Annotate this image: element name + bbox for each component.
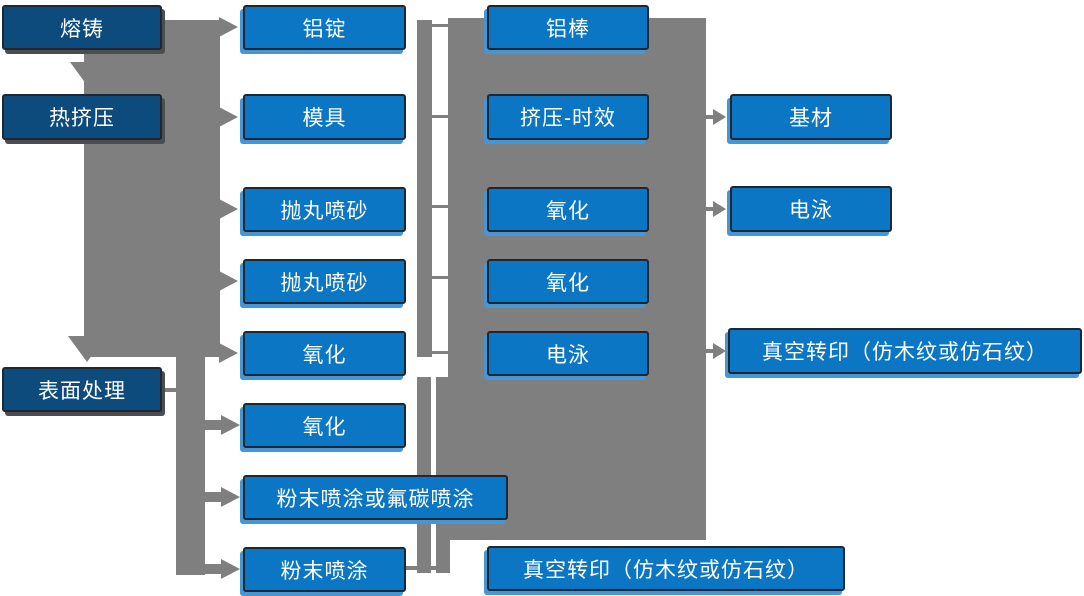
connector-surface-treatment-stub [163, 388, 177, 392]
stem-to-electrophoresis-b [705, 207, 715, 211]
node-surface-treatment: 表面处理 [2, 367, 162, 412]
node-shot-blast-2: 抛丸喷砂 [243, 259, 406, 304]
connector-link-oxidation-c [431, 205, 449, 208]
node-extrusion-aging: 挤压-时效 [487, 94, 649, 140]
connector-arm-oxidation-b [204, 420, 222, 430]
arrow-to-al-ingot [219, 17, 238, 37]
node-electrophoresis-b: 电泳 [730, 186, 892, 232]
arrow-to-vacuum-transfer-right [713, 343, 726, 359]
connector-mid-bar-upper [417, 20, 432, 357]
stem-to-vacuum-transfer-right [705, 349, 715, 353]
node-oxidation-b: 氧化 [243, 403, 406, 448]
connector-arm-powder-fluorocarbon [204, 492, 222, 502]
node-vacuum-transfer-right: 真空转印（仿木纹或仿石纹） [728, 328, 1082, 374]
node-oxidation-a: 氧化 [243, 331, 406, 376]
node-melt: 熔铸 [2, 5, 162, 50]
arrow-to-shot-blast-1 [219, 199, 238, 219]
stem-to-base-material [705, 115, 715, 119]
node-al-rod: 铝棒 [487, 5, 649, 50]
connector-link-electrophoresis [431, 351, 449, 354]
connector-link-extrusion-aging [431, 115, 449, 118]
connector-surface-treatment-bar [176, 357, 205, 575]
arrow-to-oxidation-a [219, 343, 238, 363]
arrow-to-shot-blast-2 [219, 271, 238, 291]
node-powder-or-fluorocarbon: 粉末喷涂或氟碳喷涂 [243, 475, 508, 520]
node-shot-blast-1: 抛丸喷砂 [243, 187, 406, 232]
arrow-to-mold [219, 107, 238, 127]
arrow-to-base-material [713, 109, 726, 125]
connector-link-oxidation-d [431, 276, 449, 279]
connector-arm-powder-coating [204, 564, 222, 574]
connector-link-al-rod [431, 24, 449, 27]
arrow-to-electrophoresis-b [713, 201, 726, 217]
node-al-ingot: 铝锭 [243, 5, 406, 50]
arrow-to-oxidation-b [221, 415, 240, 435]
arrow-to-powder-fluorocarbon [221, 487, 240, 507]
arrow-to-powder-coating [221, 559, 240, 579]
node-vacuum-transfer-bottom: 真空转印（仿木纹或仿石纹） [487, 546, 845, 591]
connector-link-vacuum-transfer [405, 566, 449, 570]
node-mold: 模具 [243, 94, 406, 140]
arrow-down-to-surface-treatment [68, 336, 106, 362]
node-oxidation-c: 氧化 [487, 187, 649, 232]
node-electrophoresis-a: 电泳 [487, 331, 649, 376]
node-hot-extrusion: 热挤压 [2, 94, 162, 140]
node-powder-coating: 粉末喷涂 [243, 547, 406, 592]
node-oxidation-d: 氧化 [487, 259, 649, 304]
arrow-down-melt-to-hot-extrusion [70, 62, 108, 88]
node-base-material: 基材 [730, 94, 892, 140]
